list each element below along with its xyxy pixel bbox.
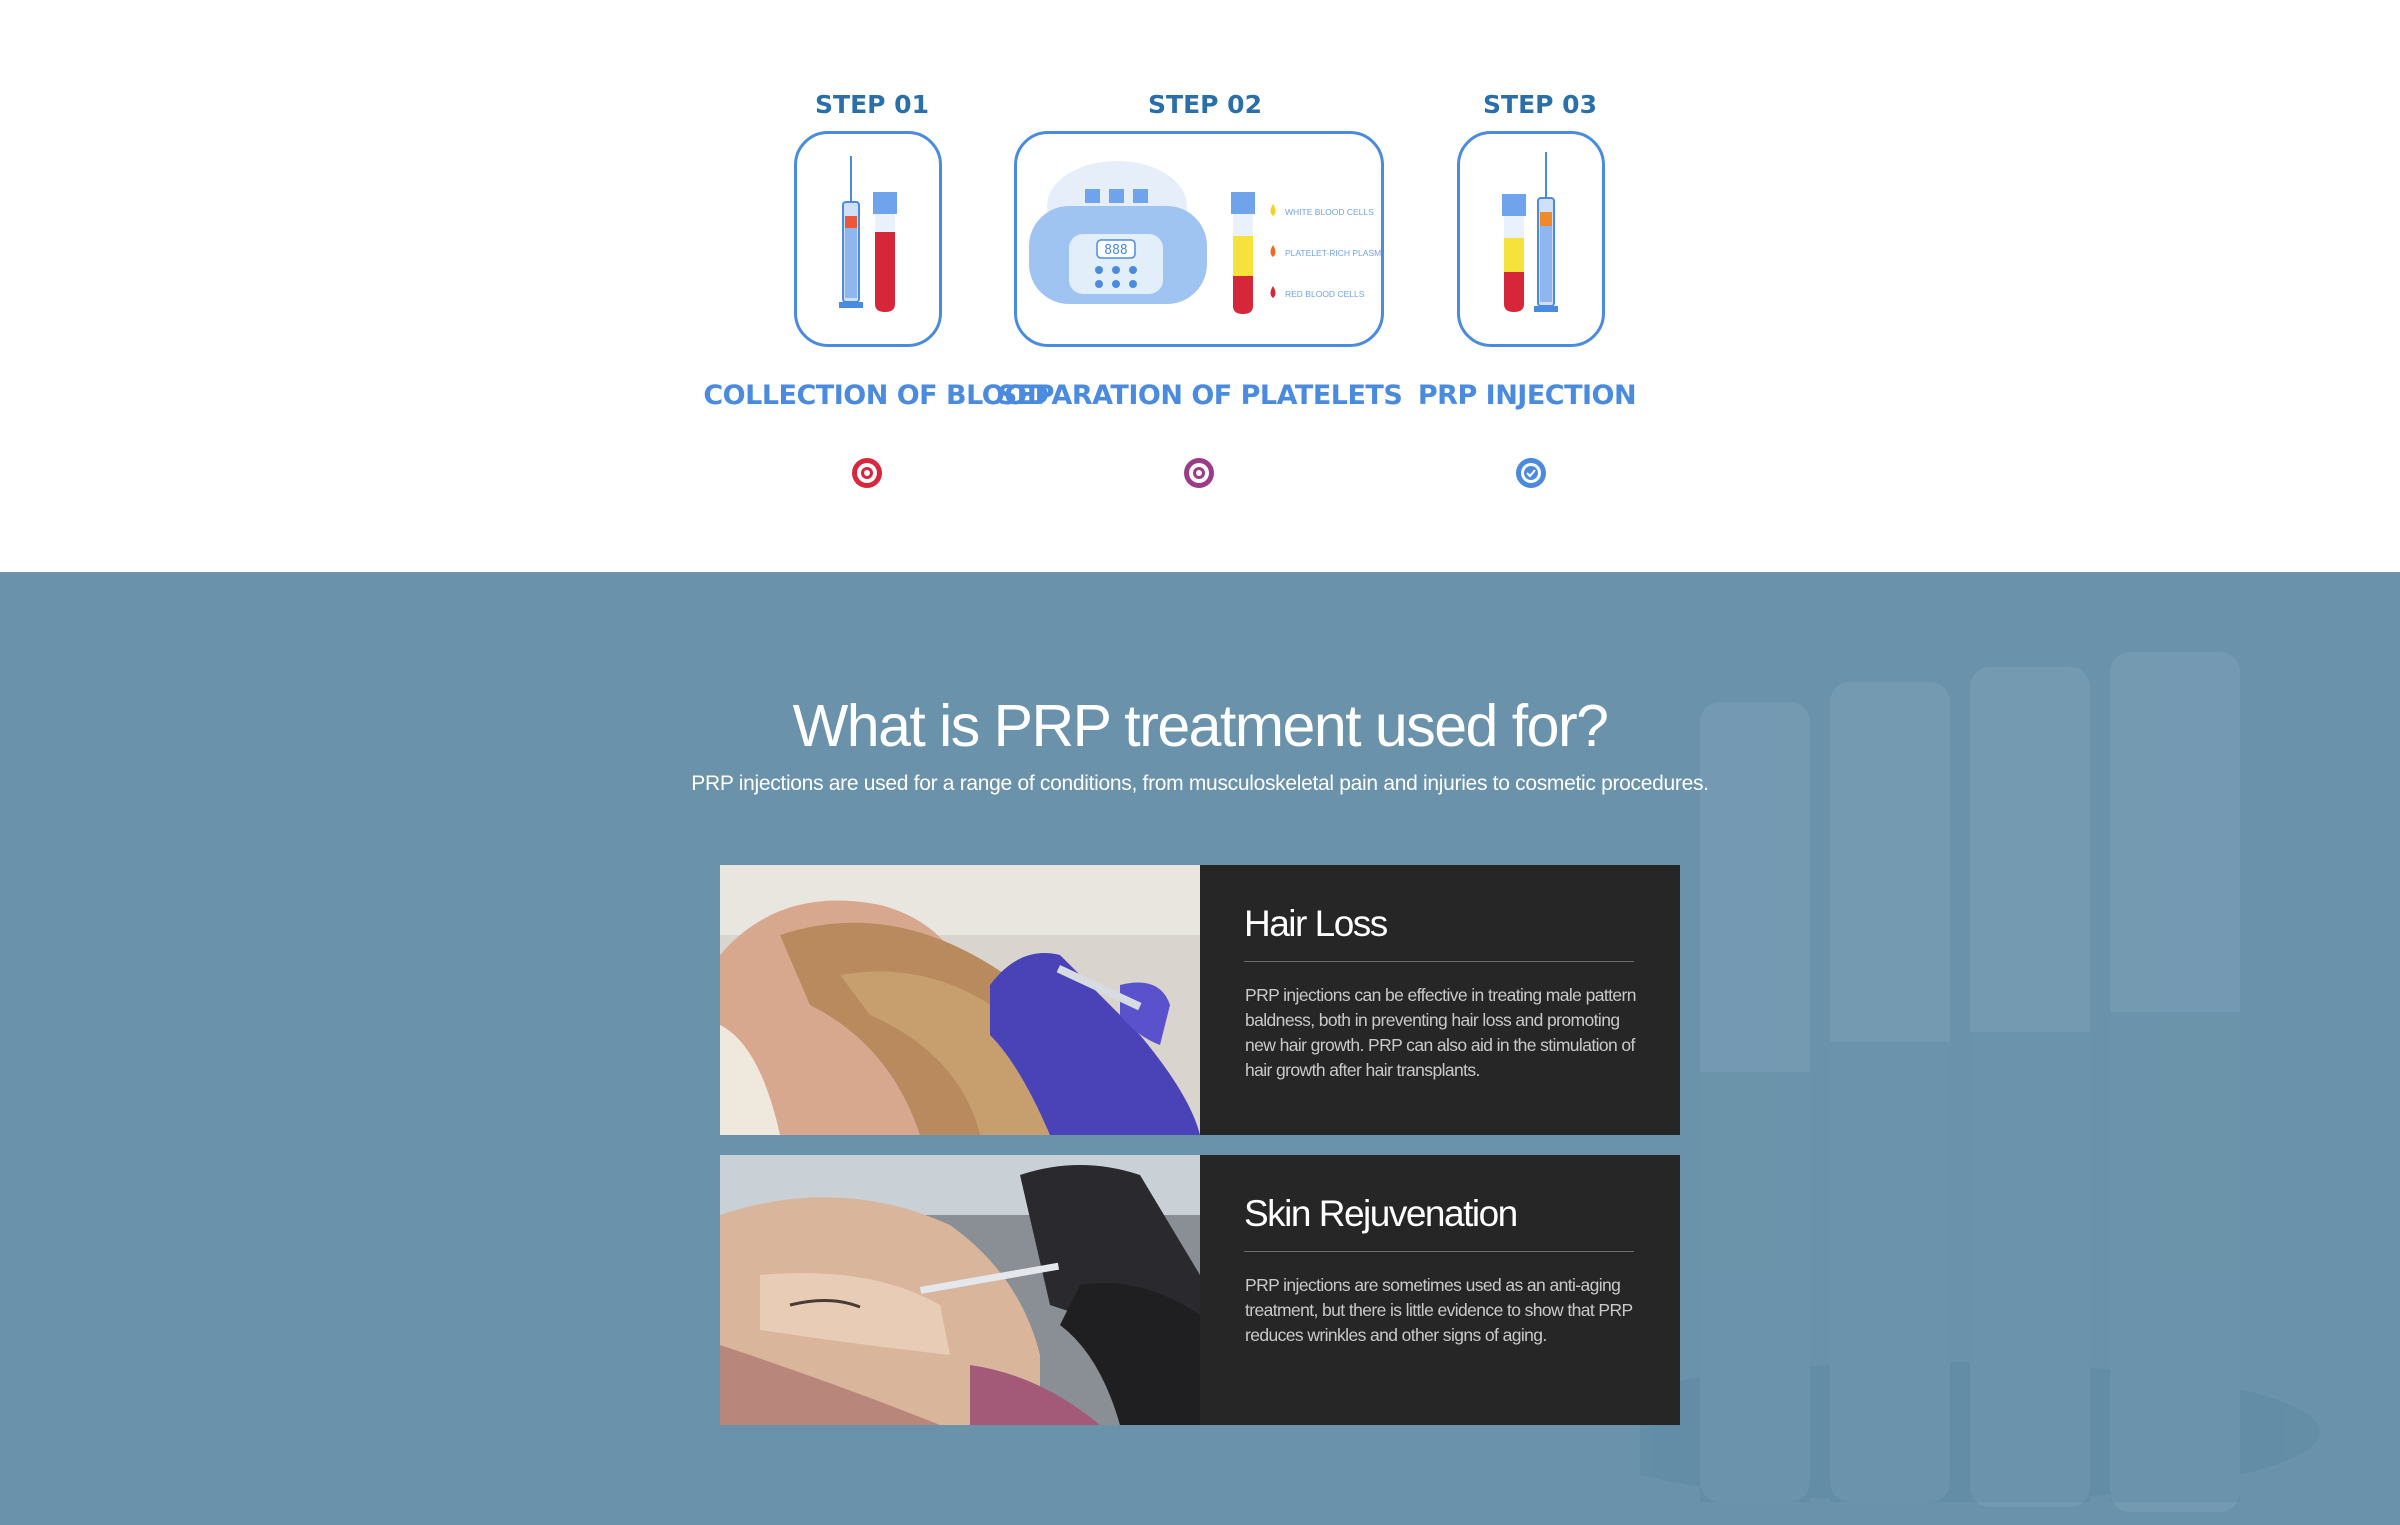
step-1-title: COLLECTION OF BLOOD [703,380,1049,411]
step-3-label: STEP 03 [1483,90,1597,119]
centrifuge-icon: 888 WHITE BLOOD CELLS PLATELET-RICH PLAS… [1029,161,1381,314]
step-3-illustration [1457,131,1605,347]
step-2-title: SEPARATION OF PLATELETS [997,380,1403,411]
uses-heading: What is PRP treatment used for? [792,693,1609,759]
legend-white-blood-cells: WHITE BLOOD CELLS [1285,207,1374,217]
step-1-label: STEP 01 [815,90,929,119]
hair-loss-title: Hair Loss [1244,903,1388,944]
step-1-illustration [794,131,942,347]
use-card-skin-rejuvenation: Skin Rejuvenation PRP injections are som… [720,1155,1680,1425]
divider [1244,1251,1634,1252]
timeline-dot-step-1 [852,458,882,488]
blood-collection-icon [839,156,897,312]
step-2-label: STEP 02 [1148,90,1262,119]
skin-rejuvenation-content: Skin Rejuvenation PRP injections are som… [1200,1155,1680,1425]
divider [1244,961,1634,962]
background-test-tubes-image [1640,652,2320,1512]
use-card-hair-loss: Hair Loss PRP injections can be effectiv… [720,865,1680,1135]
hair-loss-photo [720,865,1200,1135]
prp-injection-icon [1502,152,1558,312]
skin-rejuvenation-description: PRP injections are sometimes used as an … [1245,1275,1633,1345]
svg-text:888: 888 [1104,243,1127,258]
hair-loss-content: Hair Loss PRP injections can be effectiv… [1200,865,1680,1135]
legend-red-blood-cells: RED BLOOD CELLS [1285,289,1365,299]
step-2-illustration: 888 WHITE BLOOD CELLS PLATELET-RICH PLAS… [1014,131,1384,347]
skin-rejuvenation-title: Skin Rejuvenation [1244,1193,1518,1234]
hair-loss-description: PRP injections can be effective in treat… [1245,985,1636,1080]
timeline-dot-step-2 [1184,458,1214,488]
skin-rejuvenation-photo [720,1155,1200,1425]
timeline-check-icon [1516,458,1546,488]
legend-platelet-rich-plasma: PLATELET-RICH PLASMA [1285,248,1381,258]
step-3-title: PRP INJECTION [1417,380,1637,411]
treatment-steps-section: STEP 01 STEP 02 STEP 03 888 [0,0,2400,572]
step-timeline [852,458,1546,488]
prp-uses-section: What is PRP treatment used for? PRP inje… [0,572,2400,1525]
uses-subheading: PRP injections are used for a range of c… [691,772,1709,795]
